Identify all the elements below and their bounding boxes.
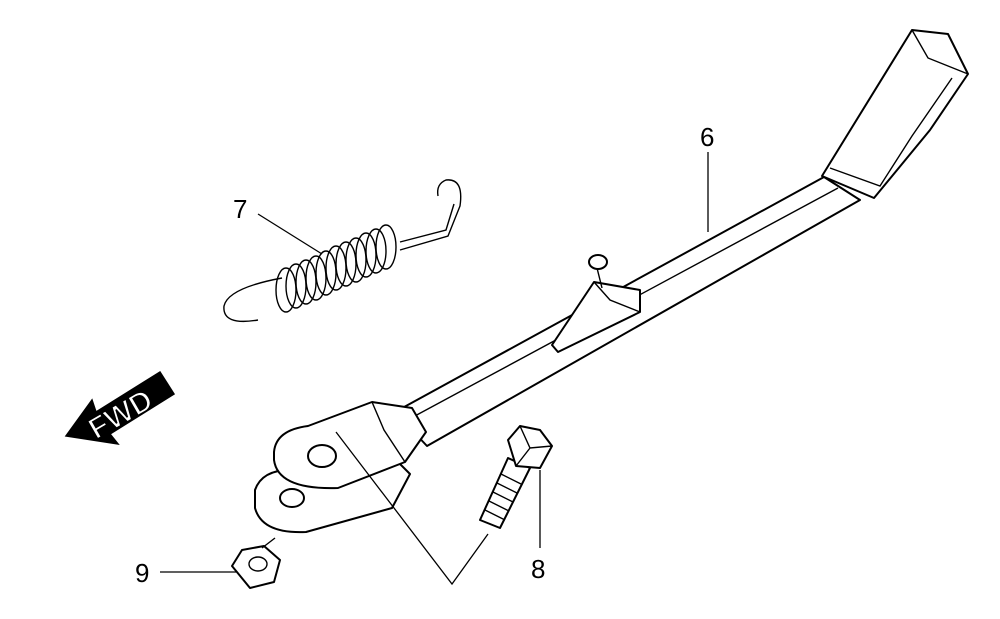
spring bbox=[223, 179, 462, 323]
bolt bbox=[479, 425, 553, 529]
forward-arrow-icon: FWD bbox=[64, 370, 176, 447]
label-9: 9 bbox=[135, 558, 149, 588]
fwd-label: FWD bbox=[83, 383, 159, 446]
leader-lines bbox=[160, 152, 709, 586]
side-stand bbox=[254, 29, 969, 534]
label-6: 6 bbox=[700, 122, 714, 152]
label-7: 7 bbox=[233, 194, 247, 224]
nut bbox=[231, 537, 281, 589]
label-8: 8 bbox=[531, 554, 545, 584]
